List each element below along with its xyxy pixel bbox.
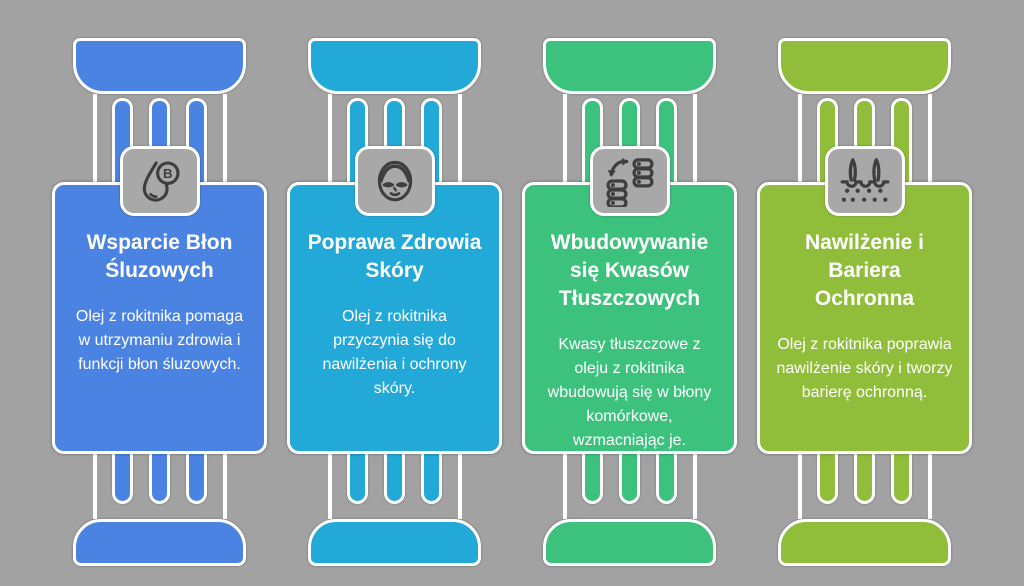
fatty-acids-exchange-icon <box>605 157 654 207</box>
card-title: Poprawa Zdrowia Skóry <box>307 231 482 282</box>
info-card: Wbudowywanie się Kwasów Tłuszczowych Kwa… <box>522 146 737 454</box>
icon-badge <box>589 146 670 216</box>
pillar-base <box>308 519 481 566</box>
pillar-base <box>73 519 246 566</box>
icon-badge <box>824 146 905 216</box>
face-skin-icon <box>377 160 412 202</box>
pillar-flute <box>185 454 207 504</box>
card-title: Wbudowywanie się Kwasów Tłuszczowych <box>550 231 709 310</box>
pillar-capital <box>543 38 716 94</box>
pillar-flute <box>420 454 442 504</box>
pillar-flute <box>890 454 912 504</box>
pillar-shaft-bottom <box>92 454 227 519</box>
pillar-flute <box>655 454 677 504</box>
icon-badge <box>354 146 435 216</box>
pillar-shaft-bottom <box>562 454 697 519</box>
pillar-flute <box>149 454 170 504</box>
icon-badge: B <box>119 146 200 216</box>
pillar-flute <box>817 454 839 504</box>
info-card: Nawilżenie i Bariera Ochronna Olej z rok… <box>757 146 972 454</box>
info-card: Poprawa Zdrowia Skóry Olej z rokitnika p… <box>287 146 502 454</box>
pillar-flute <box>347 454 369 504</box>
pillar-flute <box>854 454 875 504</box>
pillar-shaft-bottom <box>327 454 462 519</box>
pillar-capital <box>73 38 246 94</box>
pillar-column-3: Wbudowywanie się Kwasów Tłuszczowych Kwa… <box>522 38 737 566</box>
pillar-capital <box>778 38 951 94</box>
card-description: Olej z rokitnika pomaga w utrzymaniu zdr… <box>75 307 244 373</box>
card-title: Nawilżenie i Bariera Ochronna <box>804 231 925 310</box>
pillar-row: B Wsparcie Błon Śluzowych Olej z rokitni… <box>52 38 972 566</box>
pillar-flute <box>619 454 640 504</box>
card-title: Wsparcie Błon Śluzowych <box>86 231 233 282</box>
pillar-base <box>778 519 951 566</box>
pillar-flute <box>384 454 405 504</box>
pillar-column-2: Poprawa Zdrowia Skóry Olej z rokitnika p… <box>287 38 502 566</box>
vitamin-b-droplet-icon: B <box>142 161 180 202</box>
pillar-shaft-bottom <box>797 454 932 519</box>
info-card: B Wsparcie Błon Śluzowych Olej z rokitni… <box>52 146 267 454</box>
pillar-flute <box>112 454 134 504</box>
card-description: Kwasy tłuszczowe z oleju z rokitnika wbu… <box>547 335 712 449</box>
card-description: Olej z rokitnika poprawia nawilżenie skó… <box>776 335 953 401</box>
skin-barrier-icon <box>840 158 889 202</box>
card-description: Olej z rokitnika przyczynia się do nawil… <box>322 307 467 397</box>
pillar-column-4: Nawilżenie i Bariera Ochronna Olej z rok… <box>757 38 972 566</box>
pillar-capital <box>308 38 481 94</box>
svg-text:B: B <box>163 166 173 181</box>
pillar-column-1: B Wsparcie Błon Śluzowych Olej z rokitni… <box>52 38 267 566</box>
pillar-base <box>543 519 716 566</box>
pillar-flute <box>582 454 604 504</box>
